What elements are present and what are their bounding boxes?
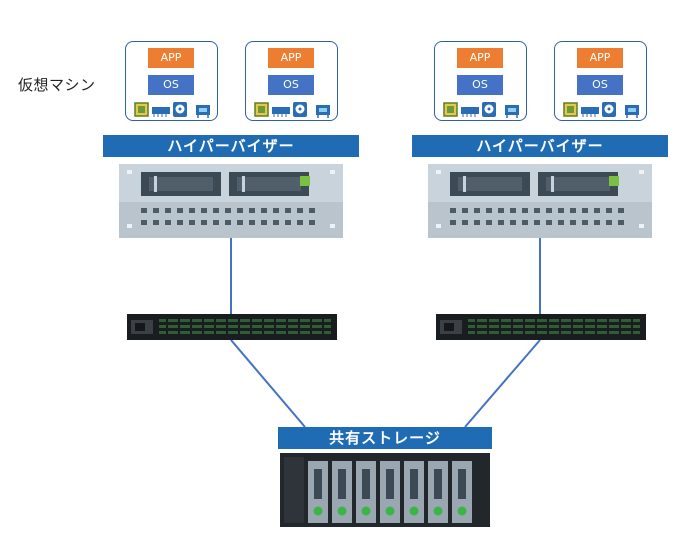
virtual-machine-label: 仮想マシン — [18, 76, 96, 94]
memory-icon — [581, 107, 599, 117]
virtual-machine-4: APP OS — [554, 41, 647, 121]
disk-icon — [482, 102, 496, 117]
server-left — [119, 164, 343, 238]
cpu-icon — [563, 102, 578, 117]
drive-bay — [428, 461, 448, 523]
virtual-machine-1: APP OS — [125, 41, 218, 121]
os-block: OS — [148, 75, 194, 95]
disk-icon — [602, 102, 616, 117]
hypervisor-bar-right: ハイパーバイザー — [412, 135, 668, 157]
app-block: APP — [268, 48, 314, 68]
cpu-icon — [254, 102, 269, 117]
hardware-icons — [563, 102, 639, 118]
os-block: OS — [577, 75, 623, 95]
drive-bay — [308, 461, 328, 523]
memory-icon — [152, 107, 170, 117]
cpu-icon — [443, 102, 458, 117]
disk-icon — [293, 102, 307, 117]
drive-bay — [380, 461, 400, 523]
switch-storage-link-left — [230, 339, 306, 428]
virtual-machine-3: APP OS — [434, 41, 527, 121]
os-block: OS — [268, 75, 314, 95]
server-right — [428, 164, 652, 238]
shared-storage-bar: 共有ストレージ — [278, 427, 492, 449]
network-switch-right — [436, 314, 646, 340]
app-block: APP — [148, 48, 194, 68]
virtual-machine-2: APP OS — [245, 41, 338, 121]
hardware-icons — [443, 102, 519, 118]
nic-icon — [625, 105, 639, 118]
cpu-icon — [134, 102, 149, 117]
hypervisor-bar-left: ハイパーバイザー — [103, 135, 359, 157]
nic-icon — [505, 105, 519, 118]
drive-bay — [356, 461, 376, 523]
power-led-icon — [609, 176, 619, 186]
nic-icon — [196, 105, 210, 118]
network-switch-left — [127, 314, 337, 340]
hardware-icons — [134, 102, 210, 118]
nic-icon — [316, 105, 330, 118]
memory-icon — [272, 107, 290, 117]
app-block: APP — [457, 48, 503, 68]
switch-storage-link-right — [464, 339, 541, 428]
storage-array — [280, 453, 490, 527]
app-block: APP — [577, 48, 623, 68]
memory-icon — [461, 107, 479, 117]
power-led-icon — [300, 176, 310, 186]
hardware-icons — [254, 102, 330, 118]
disk-icon — [173, 102, 187, 117]
os-block: OS — [457, 75, 503, 95]
drive-bay — [452, 461, 472, 523]
drive-bay — [332, 461, 352, 523]
drive-bay — [404, 461, 424, 523]
